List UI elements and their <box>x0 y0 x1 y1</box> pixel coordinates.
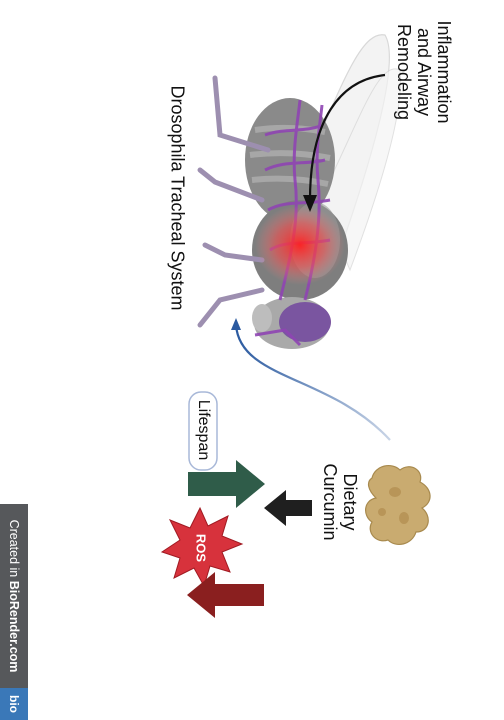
lifespan-pill <box>188 391 218 471</box>
inflammation-glow <box>255 205 345 285</box>
curcumin-to-fly-curve <box>234 324 391 441</box>
biorender-badge-text[interactable]: Created in BioRender.com <box>7 519 21 673</box>
lifespan-label: Lifespan <box>195 399 212 461</box>
dietary-curcumin-label: Dietary Curcumin <box>320 463 360 541</box>
curcumin-root-icon <box>365 464 431 546</box>
biorender-logo-icon[interactable] <box>0 688 28 720</box>
fly-wing-lower <box>319 68 402 272</box>
biorender-badge[interactable] <box>0 504 28 720</box>
inflammation-arrow <box>308 73 386 201</box>
fly-legs <box>197 75 271 328</box>
ros-label: ROS <box>193 533 209 563</box>
fly-illustration <box>197 34 402 349</box>
inflammation-label: Inflammation and Airway Remodeling <box>394 20 454 124</box>
fly-eye <box>279 302 331 342</box>
biorender-logo-text: bio <box>7 695 21 713</box>
curcumin-arrow <box>264 490 312 526</box>
ros-arrow <box>187 572 264 618</box>
drosophila-label: Drosophila Tracheal System <box>167 85 188 311</box>
lifespan-arrow <box>188 460 265 508</box>
